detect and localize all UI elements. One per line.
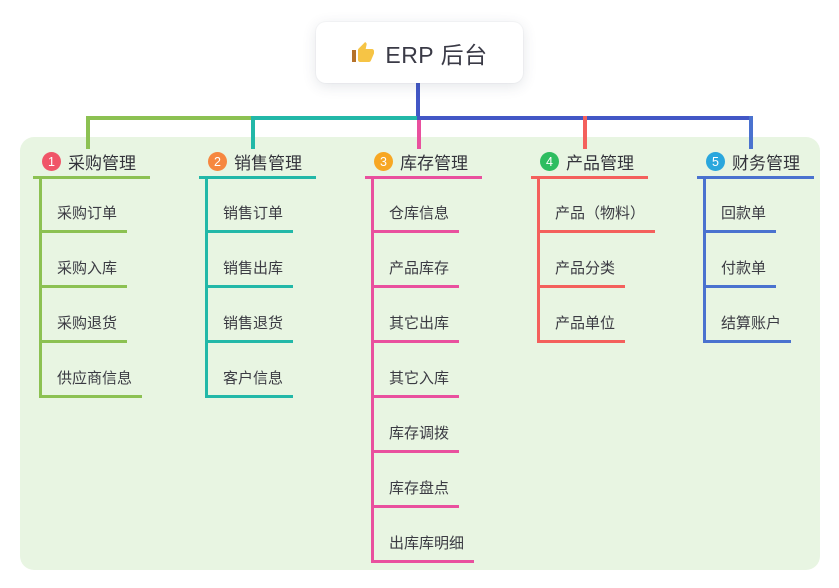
child-node-label: 结算账户 (706, 312, 792, 343)
branch-badge-product: 4 (540, 152, 559, 171)
child-node-label: 产品分类 (540, 257, 626, 288)
child-node-label: 采购订单 (42, 202, 128, 233)
branch-label-product: 产品管理 (566, 154, 634, 173)
child-node-label: 产品单位 (540, 312, 626, 343)
branch-title-inventory[interactable]: 3 库存管理 (365, 147, 482, 179)
child-node[interactable]: 采购订单 (42, 178, 142, 233)
child-node-label: 其它出库 (374, 312, 460, 343)
connector-drop-finance (749, 116, 753, 149)
child-node[interactable]: 采购退货 (42, 288, 142, 343)
child-node[interactable]: 产品（物料） (540, 178, 656, 233)
connector-root-vertical (416, 83, 420, 120)
branch-title-purchase[interactable]: 1 采购管理 (33, 147, 150, 179)
branch-badge-sales: 2 (208, 152, 227, 171)
child-node[interactable]: 采购入库 (42, 233, 142, 288)
child-node[interactable]: 产品库存 (374, 233, 474, 288)
child-node[interactable]: 库存调拨 (374, 398, 474, 453)
child-node[interactable]: 付款单 (706, 233, 791, 288)
branch-label-sales: 销售管理 (234, 154, 302, 173)
connector-drop-inventory (417, 120, 421, 149)
child-node[interactable]: 结算账户 (706, 288, 792, 343)
child-node-label: 销售退货 (208, 312, 294, 343)
branch-label-finance: 财务管理 (732, 154, 800, 173)
child-node-label: 库存盘点 (374, 477, 460, 508)
child-node[interactable]: 其它出库 (374, 288, 474, 343)
child-node[interactable]: 销售出库 (208, 233, 294, 288)
child-node[interactable]: 销售订单 (208, 178, 294, 233)
child-node[interactable]: 产品单位 (540, 288, 655, 343)
child-node[interactable]: 回款单 (706, 178, 791, 233)
child-node-label: 其它入库 (374, 367, 460, 398)
branch-children-inventory: 仓库信息 产品库存 其它出库 其它入库 库存调拨 库存盘点 出库库明细 (371, 178, 475, 563)
child-node-label: 客户信息 (208, 367, 294, 398)
child-node[interactable]: 其它入库 (374, 343, 474, 398)
child-node-label: 供应商信息 (42, 367, 143, 398)
connector-bus-sales (253, 116, 419, 120)
branch-badge-finance: 5 (706, 152, 725, 171)
branch-children-finance: 回款单 付款单 结算账户 (703, 178, 792, 343)
branch-children-purchase: 采购订单 采购入库 采购退货 供应商信息 (39, 178, 143, 398)
mindmap-background-panel (20, 137, 820, 570)
child-node[interactable]: 供应商信息 (42, 343, 143, 398)
child-node-label: 库存调拨 (374, 422, 460, 453)
connector-drop-sales (251, 116, 255, 149)
root-node-label: ERP 后台 (385, 41, 488, 68)
child-node-label: 产品（物料） (540, 202, 656, 233)
child-node[interactable]: 库存盘点 (374, 453, 474, 508)
child-node-label: 采购入库 (42, 257, 128, 288)
branch-title-finance[interactable]: 5 财务管理 (697, 147, 814, 179)
branch-title-sales[interactable]: 2 销售管理 (199, 147, 316, 179)
branch-badge-inventory: 3 (374, 152, 393, 171)
connector-bus-purchase (86, 116, 255, 120)
child-node[interactable]: 出库库明细 (374, 508, 475, 563)
child-node-label: 采购退货 (42, 312, 128, 343)
branch-label-inventory: 库存管理 (400, 154, 468, 173)
branch-title-product[interactable]: 4 产品管理 (531, 147, 648, 179)
connector-drop-purchase (86, 116, 90, 149)
child-node-label: 付款单 (706, 257, 777, 288)
child-node-label: 回款单 (706, 202, 777, 233)
child-node[interactable]: 仓库信息 (374, 178, 474, 233)
child-node-label: 销售订单 (208, 202, 294, 233)
child-node-label: 仓库信息 (374, 202, 460, 233)
child-node[interactable]: 产品分类 (540, 233, 655, 288)
child-node-label: 销售出库 (208, 257, 294, 288)
child-node[interactable]: 客户信息 (208, 343, 294, 398)
branch-children-sales: 销售订单 销售出库 销售退货 客户信息 (205, 178, 294, 398)
branch-badge-purchase: 1 (42, 152, 61, 171)
root-node[interactable]: ERP 后台 (316, 22, 523, 83)
connector-drop-product (583, 116, 587, 149)
branch-children-product: 产品（物料） 产品分类 产品单位 (537, 178, 656, 343)
child-node[interactable]: 销售退货 (208, 288, 294, 343)
thumbs-up-icon (352, 41, 375, 62)
branch-label-purchase: 采购管理 (68, 154, 136, 173)
child-node-label: 产品库存 (374, 257, 460, 288)
child-node-label: 出库库明细 (374, 532, 475, 563)
